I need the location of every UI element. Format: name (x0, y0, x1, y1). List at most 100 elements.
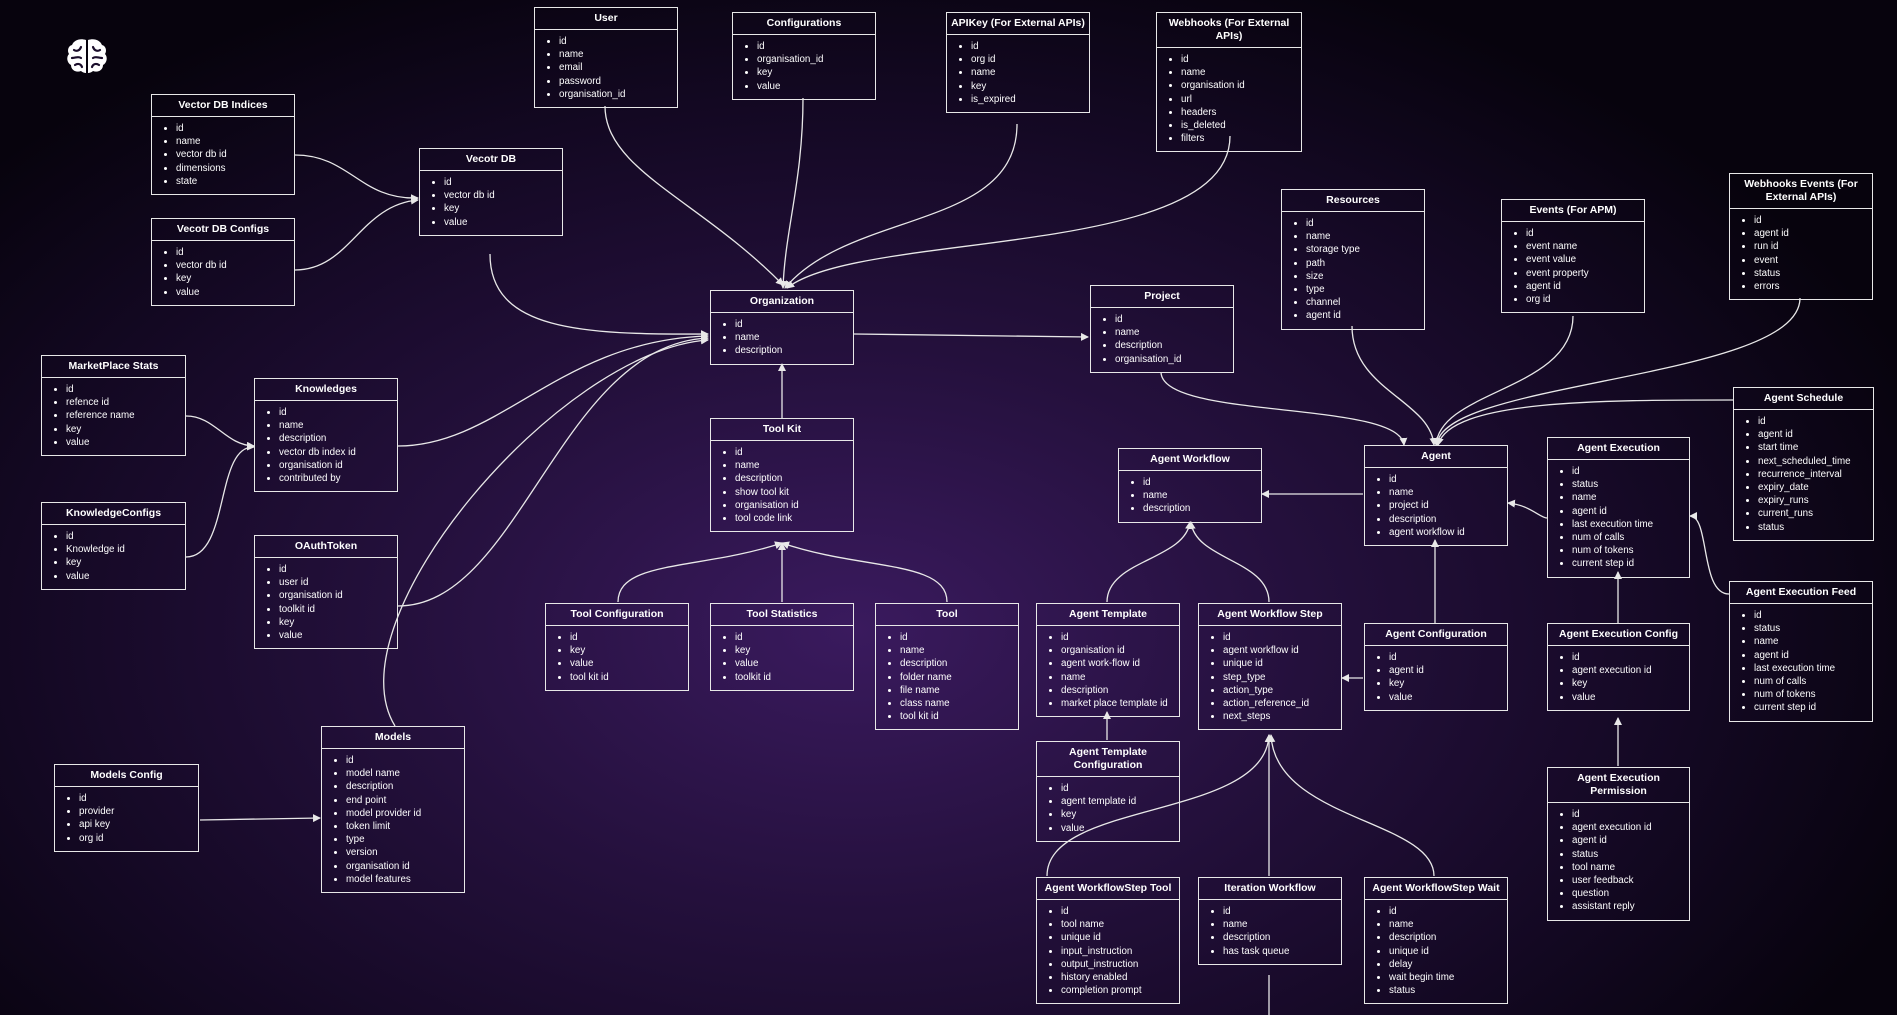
field: value (444, 216, 556, 229)
entity-title: Agent Execution Config (1548, 624, 1689, 646)
entity-agent-template-configuration: Agent Template Configuration id agent te… (1036, 741, 1180, 842)
entity-fields: id name email password organisation_id (535, 30, 677, 107)
field: description (346, 780, 458, 793)
entity-fields: id user id organisation id toolkit id ke… (255, 558, 397, 648)
field: name (735, 459, 847, 472)
field: name (176, 135, 288, 148)
field: organisation id (1181, 79, 1295, 92)
entity-webhooks-events: Webhooks Events (For External APIs) id a… (1729, 173, 1873, 301)
field: key (1572, 677, 1683, 690)
field: event property (1526, 267, 1638, 280)
field: start time (1758, 441, 1867, 454)
field: class name (900, 697, 1012, 710)
edge-configurations-organization (779, 97, 804, 289)
entity-title: Vecotr DB Configs (152, 219, 294, 241)
field: id (66, 530, 179, 543)
field: id (1389, 473, 1501, 486)
field: id (1223, 905, 1335, 918)
field: id (176, 122, 288, 135)
entity-webhooks: Webhooks (For External APIs) id name org… (1156, 12, 1302, 153)
entity-agent-execution: Agent Execution id status name agent id … (1547, 437, 1690, 578)
field: num of calls (1572, 531, 1683, 544)
field: description (900, 657, 1012, 670)
edge-agentworkflowstep-agentworkflow (1187, 521, 1270, 603)
entity-oauth-token: OAuthToken id user id organisation id to… (254, 535, 398, 650)
field: model provider id (346, 807, 458, 820)
field: name (1572, 491, 1683, 504)
field: organisation_id (1115, 353, 1227, 366)
field: value (1572, 691, 1683, 704)
entity-title: MarketPlace Stats (42, 356, 185, 378)
entity-fields: id agent id key value (1365, 646, 1507, 710)
field: description (279, 432, 391, 445)
entity-models-config: Models Config id provider api key org id (54, 764, 199, 852)
field: status (1754, 267, 1866, 280)
field: name (735, 331, 847, 344)
field: num of tokens (1754, 688, 1866, 701)
field: id (66, 383, 179, 396)
entity-organization: Organization id name description (710, 290, 854, 365)
field: name (1306, 230, 1418, 243)
field: id (570, 631, 682, 644)
entity-agent-execution-config: Agent Execution Config id agent executio… (1547, 623, 1690, 711)
entity-tool-kit: Tool Kit id name description show tool k… (710, 418, 854, 533)
field: id (1061, 782, 1173, 795)
field: id (1572, 465, 1683, 478)
field: name (279, 419, 391, 432)
field: storage type (1306, 243, 1418, 256)
field: path (1306, 257, 1418, 270)
edge-oauthtoken-organization (397, 334, 709, 607)
field: key (757, 66, 869, 79)
field: has task queue (1223, 945, 1335, 958)
edge-knowledges-organization (397, 332, 709, 447)
entity-fields: id agent execution id agent id status to… (1548, 803, 1689, 920)
field: contributed by (279, 472, 391, 485)
field: model name (346, 767, 458, 780)
entity-title: Tool (876, 604, 1018, 626)
edge-user-organization (604, 105, 784, 286)
field: agent work-flow id (1061, 657, 1173, 670)
edge-agentexecution-agent (1507, 499, 1548, 519)
field: description (1223, 931, 1335, 944)
field: vector db id (444, 189, 556, 202)
field: show tool kit (735, 486, 847, 499)
entity-agent-workflowstep-wait: Agent WorkflowStep Wait id name descript… (1364, 877, 1508, 1005)
entity-agent-workflow-step: Agent Workflow Step id agent workflow id… (1198, 603, 1342, 731)
entity-title: Tool Configuration (546, 604, 688, 626)
field: name (1143, 489, 1255, 502)
entity-agent-execution-feed: Agent Execution Feed id status name agen… (1729, 581, 1873, 722)
field: agent workflow id (1389, 526, 1501, 539)
field: agent id (1758, 428, 1867, 441)
entity-title: Agent Execution Permission (1548, 768, 1689, 803)
entity-title: KnowledgeConfigs (42, 503, 185, 525)
edge-agentexecutionfeed-agentexecution (1689, 512, 1730, 595)
field: organisation id (279, 459, 391, 472)
entity-title: Agent Template (1037, 604, 1179, 626)
field: api key (79, 818, 192, 831)
field: id (1306, 217, 1418, 230)
field: name (971, 66, 1083, 79)
field: completion prompt (1061, 984, 1173, 997)
entity-marketplace-stats: MarketPlace Stats id refence id referenc… (41, 355, 186, 457)
field: id (1061, 905, 1173, 918)
entity-title: Project (1091, 286, 1233, 308)
entity-title: Configurations (733, 13, 875, 35)
field: description (735, 472, 847, 485)
field: output_instruction (1061, 958, 1173, 971)
field: id (1115, 313, 1227, 326)
field: vector db id (176, 259, 288, 272)
entity-fields: id name description has task queue (1199, 900, 1341, 964)
field: key (176, 272, 288, 285)
field: user id (279, 576, 391, 589)
entity-configurations: Configurations id organisation_id key va… (732, 12, 876, 100)
field: num of tokens (1572, 544, 1683, 557)
entity-title: OAuthToken (255, 536, 397, 558)
entity-fields: id name description organisation_id (1091, 308, 1233, 372)
field: description (1115, 339, 1227, 352)
field: id (757, 40, 869, 53)
field: model features (346, 873, 458, 886)
field: name (1181, 66, 1295, 79)
entity-vecotr-db-configs: Vecotr DB Configs id vector db id key va… (151, 218, 295, 306)
field: status (1389, 984, 1501, 997)
